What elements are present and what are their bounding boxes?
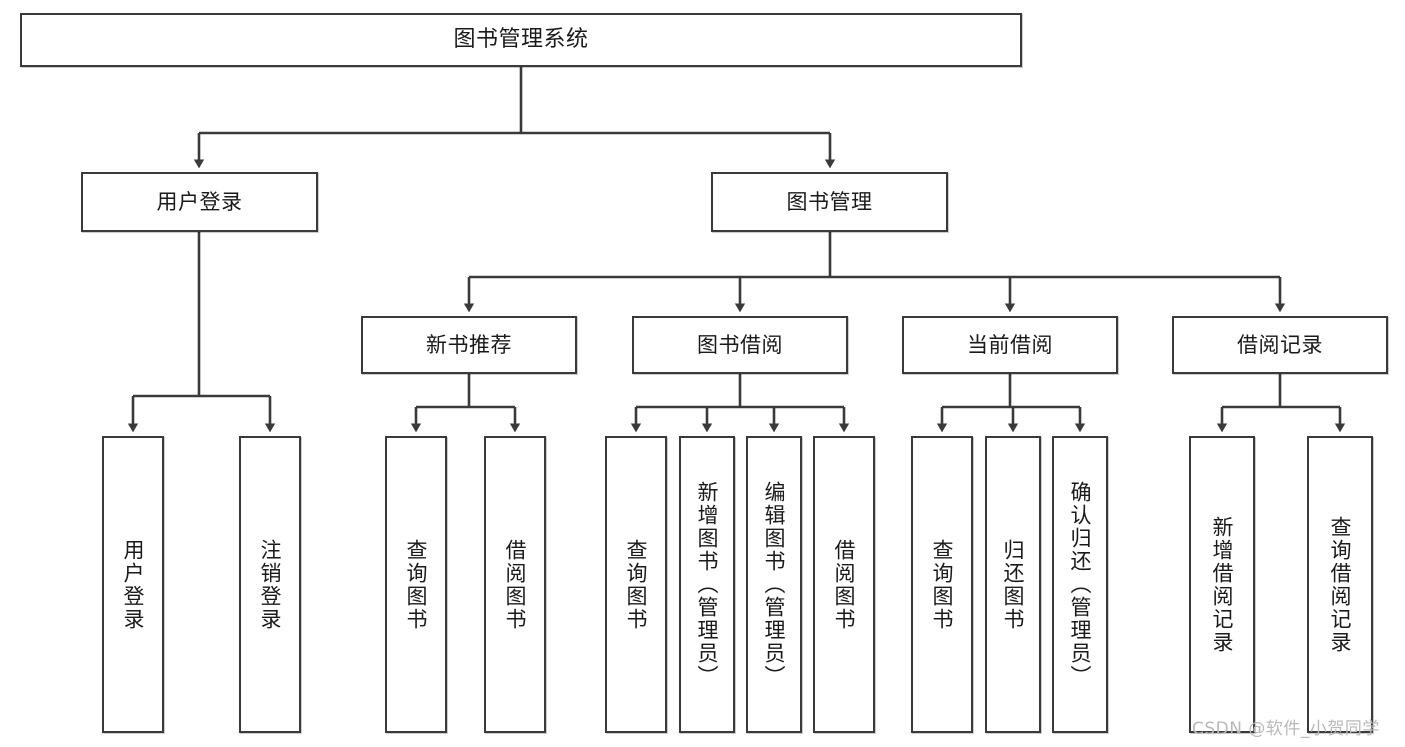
node-label: 查询借阅记录 bbox=[1328, 515, 1353, 654]
node-leaf-borrow-book-2[interactable]: 借阅图书 bbox=[813, 436, 875, 733]
node-leaf-user-logout[interactable]: 注销登录 bbox=[239, 436, 301, 733]
node-label: 编辑图书（管理员） bbox=[762, 481, 787, 688]
node-label: 图书管理 bbox=[786, 189, 873, 214]
node-label: 归还图书 bbox=[1001, 538, 1026, 631]
node-label: 确认归还（管理员） bbox=[1068, 481, 1093, 688]
node-leaf-add-borrow-record[interactable]: 新增借阅记录 bbox=[1189, 436, 1255, 733]
node-root-system[interactable]: 图书管理系统 bbox=[20, 13, 1022, 67]
node-book-borrow[interactable]: 图书借阅 bbox=[632, 316, 848, 374]
node-leaf-confirm-return[interactable]: 确认归还（管理员） bbox=[1052, 436, 1108, 733]
node-leaf-user-login[interactable]: 用户登录 bbox=[102, 436, 164, 733]
node-label: 用户登录 bbox=[121, 538, 146, 631]
node-label: 借阅图书 bbox=[503, 538, 528, 631]
node-label: 新增借阅记录 bbox=[1210, 515, 1235, 654]
node-leaf-query-book-1[interactable]: 查询图书 bbox=[385, 436, 447, 733]
node-label: 注销登录 bbox=[258, 538, 283, 631]
node-user-login[interactable]: 用户登录 bbox=[81, 172, 318, 232]
node-label: 查询图书 bbox=[930, 538, 955, 631]
node-label: 新书推荐 bbox=[426, 332, 512, 357]
node-leaf-return-book[interactable]: 归还图书 bbox=[985, 436, 1041, 733]
node-label: 新增图书（管理员） bbox=[695, 481, 720, 688]
node-leaf-query-book-2[interactable]: 查询图书 bbox=[605, 436, 667, 733]
node-current-borrow[interactable]: 当前借阅 bbox=[902, 316, 1118, 374]
node-label: 查询图书 bbox=[624, 538, 649, 631]
node-leaf-add-book[interactable]: 新增图书（管理员） bbox=[679, 436, 735, 733]
node-leaf-query-book-3[interactable]: 查询图书 bbox=[911, 436, 973, 733]
node-label: 当前借阅 bbox=[967, 332, 1053, 357]
node-leaf-query-borrow-record[interactable]: 查询借阅记录 bbox=[1307, 436, 1373, 733]
node-label: 查询图书 bbox=[404, 538, 429, 631]
node-leaf-borrow-book-1[interactable]: 借阅图书 bbox=[484, 436, 546, 733]
node-book-management[interactable]: 图书管理 bbox=[711, 172, 948, 232]
node-label: 借阅记录 bbox=[1237, 332, 1323, 357]
node-label: 图书借阅 bbox=[697, 332, 783, 357]
node-borrow-record[interactable]: 借阅记录 bbox=[1172, 316, 1388, 374]
csdn-watermark: CSDN @软件_小贺同学 bbox=[1192, 719, 1380, 739]
node-label: 借阅图书 bbox=[832, 538, 857, 631]
node-leaf-edit-book[interactable]: 编辑图书（管理员） bbox=[746, 436, 802, 733]
node-label: 用户登录 bbox=[156, 189, 243, 214]
node-new-book-recommend[interactable]: 新书推荐 bbox=[361, 316, 577, 374]
node-label: 图书管理系统 bbox=[453, 27, 589, 53]
